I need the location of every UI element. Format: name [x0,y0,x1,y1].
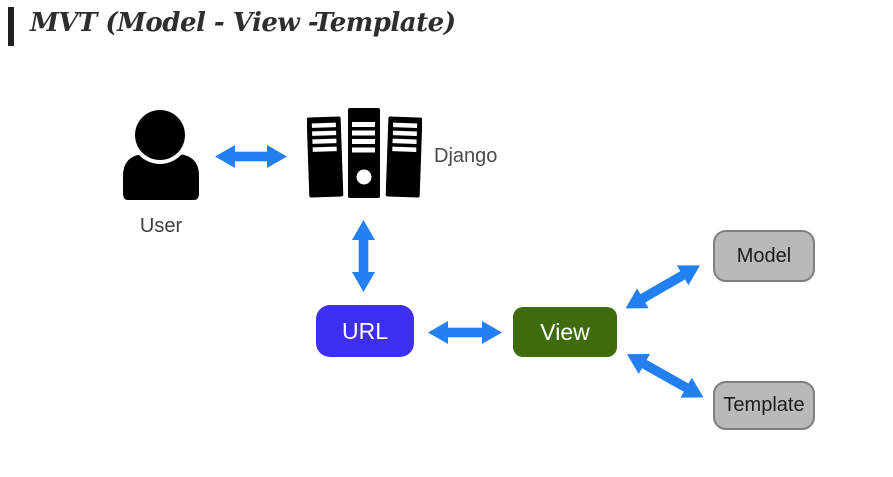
url-label: URL [341,317,388,344]
template-label: Template [723,394,805,416]
title-accent-bar [8,7,14,46]
arrow-view-model [619,254,709,325]
url-node: URL [316,305,414,357]
arrow-url-view [428,319,502,351]
user-icon [123,106,199,200]
model-label: Model [736,244,792,267]
arrow-django-url [350,220,377,297]
user-label: User [139,215,183,237]
view-label: View [540,318,590,345]
view-node: View [513,307,617,357]
user-node: User [123,106,199,238]
page-title: MVT (Model - View -Template) [30,8,456,38]
arrow-view-template [618,342,710,413]
django-node [306,108,423,203]
arrow-user-django [215,143,287,175]
django-label: Django [434,145,498,167]
server-icon [306,108,423,198]
template-node: Template [713,381,815,430]
model-node: Model [713,230,815,282]
